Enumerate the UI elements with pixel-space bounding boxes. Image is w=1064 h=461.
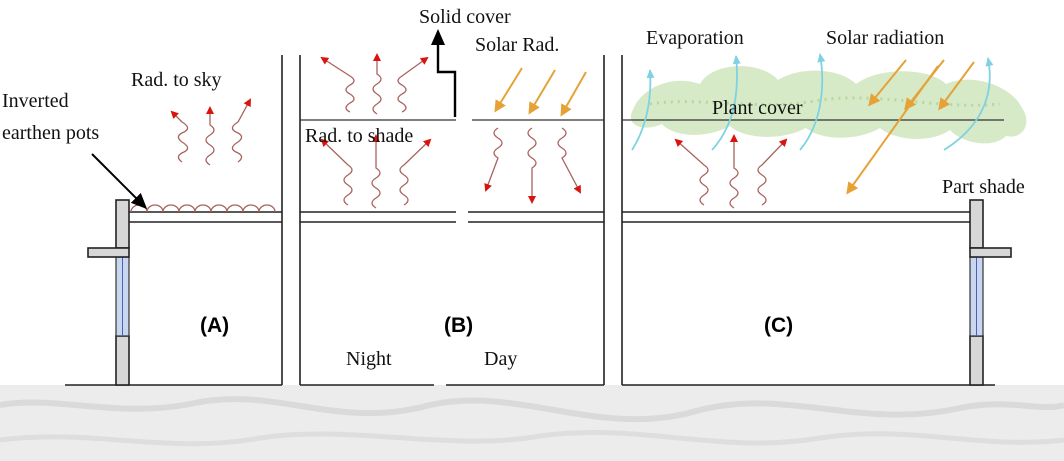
ground [0, 385, 1064, 461]
wall-c-upper [969, 199, 984, 249]
night-upper-wave-right [397, 56, 429, 113]
day-down-wave-right [557, 127, 581, 194]
wall-a-lower [115, 335, 130, 386]
earthen-pots [130, 204, 276, 213]
night-upper-wave-center [372, 53, 382, 115]
day-down-wave-center [527, 127, 537, 204]
solar-radiation-arrow-1 [868, 59, 907, 107]
solar-radiation-label: Solar radiation [826, 27, 944, 49]
night-label: Night [346, 348, 392, 370]
day-solar-arrow-1 [494, 67, 523, 113]
plant-cover-foliage [630, 66, 1027, 144]
wall-a-upper [115, 199, 130, 249]
solar-radiation-arrow-3 [938, 61, 975, 111]
panel-b: Solid cover Solar Rad. Rad. to shade Nig… [300, 6, 604, 386]
night-lower-wave-right [399, 138, 432, 206]
rad-to-shade-label: Rad. to shade [305, 125, 413, 147]
panel-a-label: (A) [200, 314, 229, 337]
sunshade-a [87, 247, 130, 258]
night-lower-wave-left [320, 138, 353, 206]
part-shade-label: Part shade [942, 176, 1025, 198]
panel-b-label: (B) [444, 314, 473, 337]
solar-radiation-arrow-long [846, 65, 939, 195]
night-lower-wave-center [371, 134, 381, 209]
evaporation-arrow-2 [711, 55, 741, 151]
day-down-wave-left [484, 127, 503, 192]
evaporation-arrow-1 [631, 69, 655, 151]
plant-cover-label: Plant cover [712, 97, 803, 119]
rad-to-sky-wave-right [231, 98, 251, 163]
pots-pointer-arrow [91, 153, 148, 210]
night-upper-wave-left [320, 56, 355, 113]
inverted-pots-label-line1: Inverted [2, 90, 69, 112]
panel-c-label: (C) [764, 314, 793, 337]
day-label: Day [484, 348, 517, 370]
solar-rad-label: Solar Rad. [475, 34, 559, 56]
evaporation-label: Evaporation [646, 27, 744, 49]
day-solar-arrow-3 [560, 71, 587, 117]
rad-to-sky-wave-center [205, 106, 215, 166]
wall-c-lower [969, 335, 984, 386]
cover-movement-arrow [431, 29, 457, 117]
roof-c-wave-center [729, 134, 739, 209]
inverted-pots-label-line2: earthen pots [2, 122, 99, 144]
panel-a: Rad. to sky Inverted earthen pots (A) [2, 69, 282, 386]
sunshade-c [969, 247, 1012, 258]
rad-to-sky-label: Rad. to sky [131, 69, 222, 91]
day-solar-arrow-2 [528, 69, 556, 115]
evaporation-arrow-3 [799, 53, 826, 151]
roof-c-wave-left [674, 138, 709, 206]
solid-cover-label: Solid cover [419, 6, 511, 28]
evaporation-arrow-4 [943, 57, 994, 151]
panel-c: Evaporation Solar radiation Plant cover … [622, 27, 1027, 386]
rad-to-sky-wave-left [170, 110, 189, 163]
roof-c-wave-right [757, 138, 788, 206]
